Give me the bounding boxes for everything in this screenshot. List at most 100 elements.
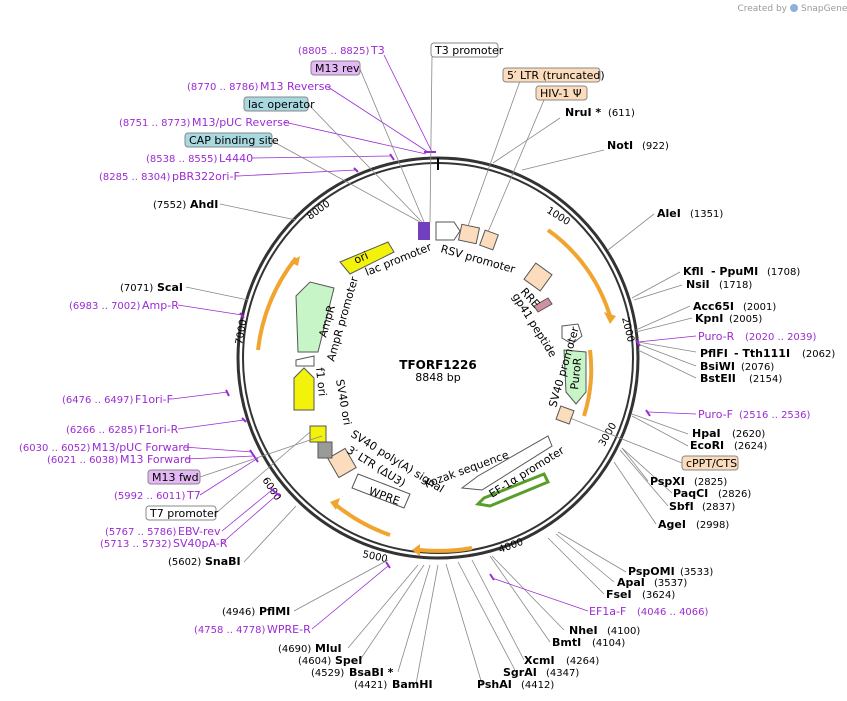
enzyme-apai-pos: (3537) bbox=[654, 578, 687, 589]
orf-arc-3 bbox=[419, 546, 473, 553]
enzyme-ecori: EcoRI bbox=[690, 439, 724, 452]
primer-f1ori-r-pos: (6266 .. 6285) bbox=[66, 425, 138, 436]
enzyme-ahdi-pos: (7552) bbox=[153, 200, 186, 211]
tick-1000: 1000 bbox=[544, 205, 571, 228]
enzyme-sgrai-pos: (4347) bbox=[546, 668, 579, 679]
primer-m13-reverse-pos: (8770 .. 8786) bbox=[187, 82, 259, 93]
enzyme-pspomi-pos: (3533) bbox=[680, 567, 713, 578]
tick-3000: 3000 bbox=[597, 421, 619, 449]
primer-amp-r-pos: (6983 .. 7002) bbox=[69, 301, 141, 312]
label-ori: ori bbox=[352, 249, 370, 267]
enzyme-pspxi: PspXI bbox=[650, 475, 685, 488]
enzyme-bsiwi: BsiWI bbox=[700, 360, 735, 373]
sv40-polya-shape bbox=[317, 441, 333, 459]
enzyme-pflfi-pos: (2062) bbox=[802, 349, 835, 360]
primer-f1ori-r: F1ori-R bbox=[139, 423, 179, 436]
primer-amp-r: Amp-R bbox=[142, 299, 179, 312]
primer-m13puc-reverse: M13/pUC Reverse bbox=[192, 116, 290, 129]
enzyme-paqci: PaqCI bbox=[673, 487, 708, 500]
rsv-promoter-shape bbox=[435, 221, 461, 241]
enzyme-pflmi-pos: (4946) bbox=[222, 607, 255, 618]
label-puror: PuroR bbox=[568, 357, 584, 391]
enzyme-kpni: KpnI bbox=[695, 312, 723, 325]
enzyme-bsteii: BstEII bbox=[700, 372, 736, 385]
rre-shape bbox=[523, 262, 553, 292]
feature-shapes bbox=[293, 221, 587, 509]
box-cppt: cPPT/CTS bbox=[686, 457, 737, 470]
enzyme-bamhi: BamHI bbox=[392, 678, 433, 691]
primer-m13puc-forward-pos: (6030 .. 6052) bbox=[19, 443, 91, 454]
primer-m13-reverse: M13 Reverse bbox=[260, 80, 331, 93]
box-cap-site: CAP binding site bbox=[189, 134, 279, 147]
primer-m13puc-reverse-pos: (8751 .. 8773) bbox=[119, 118, 191, 129]
orf-arc-4 bbox=[334, 503, 391, 537]
primer-m13puc-forward: M13/pUC Forward bbox=[92, 441, 190, 454]
tick-5000: 5000 bbox=[361, 549, 388, 565]
enzyme-ahdi: AhdI bbox=[190, 198, 218, 211]
enzyme-pflfi: PflFI bbox=[700, 347, 728, 360]
enzyme-hpai: HpaI bbox=[692, 427, 721, 440]
enzyme-pshai: PshAI bbox=[477, 678, 512, 691]
enzyme-bsabi-pos: (4529) bbox=[311, 668, 344, 679]
plasmid-size: 8848 bp bbox=[415, 371, 460, 384]
enzyme-acc65i-pos: (2001) bbox=[743, 302, 776, 313]
enzyme-nsii: NsiI bbox=[686, 278, 710, 291]
enzyme-bsabi: BsaBI * bbox=[349, 666, 394, 679]
enzyme-xcmi-pos: (4264) bbox=[566, 656, 599, 667]
enzyme-noti-pos: (922) bbox=[642, 141, 669, 152]
primer-wpre-r: WPRE-R bbox=[267, 623, 311, 636]
tick-7000: 7000 bbox=[234, 319, 249, 346]
primer-pbr322ori-f: pBR322ori-F bbox=[172, 170, 240, 183]
enzyme-alei: AleI bbox=[657, 207, 681, 220]
enzyme-kfli: KflI bbox=[683, 265, 704, 278]
box-m13-fwd: M13 fwd bbox=[152, 471, 199, 484]
enzyme-paqci-pos: (2826) bbox=[718, 489, 751, 500]
primer-m13-forward-pos: (6021 .. 6038) bbox=[47, 455, 119, 466]
enzyme-agei: AgeI bbox=[658, 518, 686, 531]
enzyme-bmti: BmtI bbox=[552, 636, 581, 649]
enzyme-kpni-pos: (2005) bbox=[729, 314, 762, 325]
hiv-psi-shape bbox=[479, 229, 499, 251]
enzyme-nhei: NheI bbox=[569, 624, 598, 637]
orf-arcs bbox=[256, 228, 612, 553]
snapgene-logo: SnapGene bbox=[790, 4, 847, 14]
enzyme-scai: ScaI bbox=[157, 281, 183, 294]
enzyme-xcmi: XcmI bbox=[524, 654, 555, 667]
label-sv40-ori: SV40 ori bbox=[333, 378, 354, 426]
enzyme-alei-pos: (1351) bbox=[690, 209, 723, 220]
primer-pbr322ori-f-pos: (8285 .. 8304) bbox=[99, 172, 171, 183]
primer-t7: T7 bbox=[186, 489, 201, 502]
primer-ebv-rev: EBV-rev bbox=[178, 525, 221, 538]
enzyme-sbfi-pos: (2837) bbox=[702, 502, 735, 513]
primer-wpre-r-pos: (4758 .. 4778) bbox=[194, 625, 266, 636]
tick-8000: 8000 bbox=[305, 199, 332, 223]
tick-4000: 4000 bbox=[497, 537, 525, 556]
primer-sv40pa-r: SV40pA-R bbox=[173, 537, 228, 550]
primer-puro-r: Puro-R bbox=[698, 330, 735, 343]
enzyme-apai: ApaI bbox=[617, 576, 645, 589]
primer-l4440-pos: (8538 .. 8555) bbox=[146, 154, 218, 165]
ef1a-promoter-shape bbox=[460, 435, 553, 491]
primer-f1ori-f: F1ori-F bbox=[135, 393, 173, 406]
box-hiv-psi: HIV-1 Ψ bbox=[540, 87, 582, 100]
primer-t3-pos: (8805 .. 8825) bbox=[298, 46, 370, 57]
primer-f1ori-f-pos: (6476 .. 6497) bbox=[62, 395, 134, 406]
orf-arc-1 bbox=[546, 228, 612, 317]
primer-ef1a-f-pos: (4046 .. 4066) bbox=[637, 607, 709, 618]
label-f1-ori: f1 ori bbox=[313, 367, 329, 397]
label-rsv-promoter: RSV promoter bbox=[439, 242, 517, 276]
primer-labels: T3 (8805 .. 8825) M13 Reverse (8770 .. 8… bbox=[19, 44, 817, 636]
primer-ef1a-f: EF1a-F bbox=[589, 605, 626, 618]
box-t7-promoter: T7 promoter bbox=[149, 507, 219, 520]
primer-t7-pos: (5992 .. 6011) bbox=[114, 491, 186, 502]
enzyme-pshai-pos: (4412) bbox=[521, 680, 554, 691]
sv40-promoter-shape bbox=[561, 323, 583, 345]
ampr-shape bbox=[295, 281, 335, 353]
enzyme-mlui: MluI bbox=[315, 642, 342, 655]
enzyme-bsiwi-pos: (2076) bbox=[741, 362, 774, 373]
enzyme-nrui-pos: (611) bbox=[608, 108, 635, 119]
enzyme-acc65i: Acc65I bbox=[693, 300, 734, 313]
gp41-shape bbox=[533, 297, 553, 313]
primer-sv40pa-r-pos: (5713 .. 5732) bbox=[100, 539, 172, 550]
